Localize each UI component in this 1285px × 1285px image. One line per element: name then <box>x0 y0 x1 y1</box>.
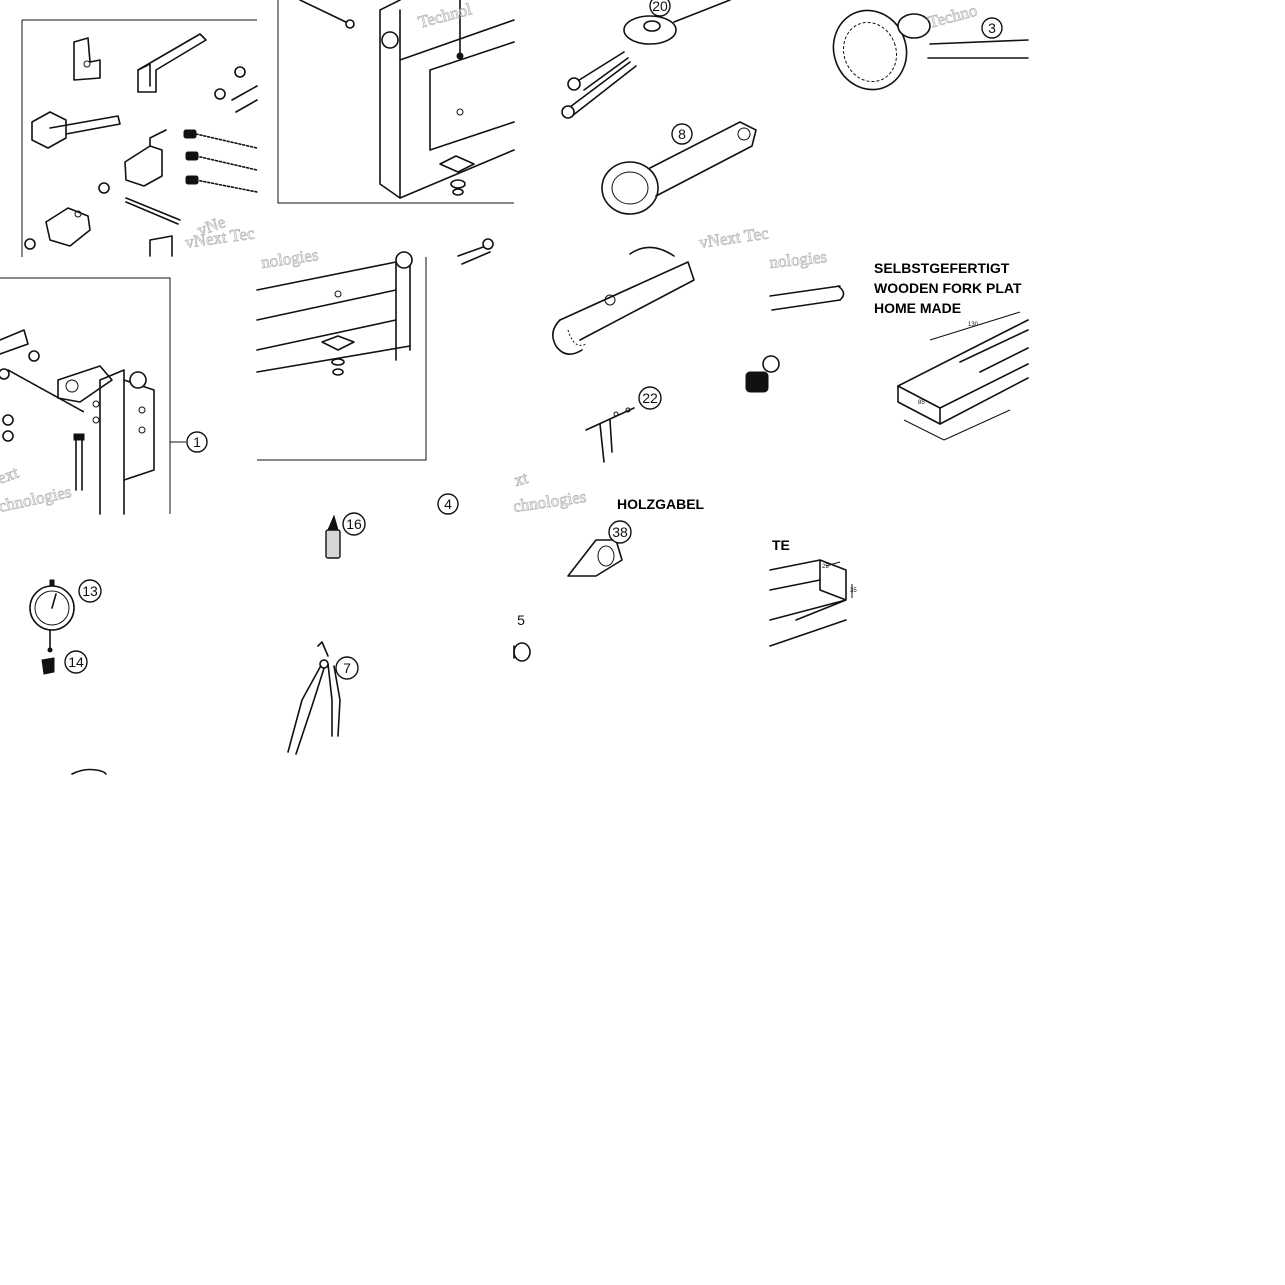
svg-text:16: 16 <box>346 516 362 532</box>
callout-5: 5 <box>517 612 525 628</box>
label-wooden-fork-plate: WOODEN FORK PLAT <box>874 280 1022 296</box>
svg-text:vNext Tec: vNext Tec <box>698 223 770 252</box>
svg-text:4: 4 <box>444 496 452 512</box>
svg-text:13: 13 <box>82 583 98 599</box>
holder-38-drawing <box>567 539 623 577</box>
callout-3: 3 <box>981 17 1003 39</box>
svg-text:5: 5 <box>517 612 525 628</box>
svg-text:85: 85 <box>918 400 925 406</box>
svg-text:38: 38 <box>612 524 628 540</box>
callout-13: 13 <box>78 579 102 603</box>
hook-spanner-8-drawing <box>601 121 757 215</box>
svg-text:nologies: nologies <box>768 247 827 272</box>
callout-4: 4 <box>437 493 459 515</box>
wooden-block-drawing: 25 35 <box>769 559 857 647</box>
callout-7: 7 <box>335 656 359 680</box>
svg-text:Techno: Techno <box>926 1 979 32</box>
press-frame-drawing <box>277 0 515 204</box>
fork-base-drawing <box>256 238 494 461</box>
bracket-kit-drawing <box>21 19 258 257</box>
svg-text:14: 14 <box>68 654 84 670</box>
label-te: TE <box>772 537 790 553</box>
svg-text:20: 20 <box>652 0 668 14</box>
callout-22: 22 <box>638 386 662 410</box>
bolt-nut-drawing <box>561 0 731 119</box>
callout-1: 1 <box>186 431 208 453</box>
callout-16: 16 <box>342 512 366 536</box>
callout-20: 20 <box>649 0 671 17</box>
circlip-pliers-drawing <box>287 641 341 755</box>
svg-text:nologies: nologies <box>260 245 320 272</box>
c-spanner-drawing <box>552 246 695 463</box>
part-5-drawing <box>513 642 531 662</box>
svg-text:25: 25 <box>822 564 829 570</box>
callout-38: 38 <box>608 520 632 544</box>
label-selbstgefertigt: SELBSTGEFERTIGT <box>874 260 1010 276</box>
svg-text:1: 1 <box>193 434 201 450</box>
svg-text:7: 7 <box>343 660 351 676</box>
grease-tube-drawing <box>325 514 341 559</box>
mount-stand-drawing <box>0 277 186 515</box>
rod-fitting-drawing <box>745 285 845 393</box>
label-home-made: HOME MADE <box>874 300 961 316</box>
pin-wrench-3-drawing <box>832 9 1029 91</box>
svg-text:xt: xt <box>512 468 530 490</box>
wooden-fork-plate-drawing: 130 85 <box>897 311 1029 441</box>
label-holzgabel: HOLZGABEL <box>617 496 705 512</box>
tool-fragment <box>71 768 107 775</box>
svg-text:ext: ext <box>0 463 21 488</box>
svg-text:130: 130 <box>968 322 979 328</box>
svg-text:3: 3 <box>988 20 996 36</box>
callout-8: 8 <box>671 123 693 145</box>
svg-text:35: 35 <box>850 588 857 594</box>
svg-text:Technol: Technol <box>416 0 474 32</box>
watermark: vNext Tec nologies Technol vNext Tec xt … <box>0 0 980 516</box>
svg-text:22: 22 <box>642 390 658 406</box>
dial-gauge-drawing <box>29 579 75 675</box>
svg-text:chnologies: chnologies <box>512 487 588 516</box>
svg-text:chnologies: chnologies <box>0 482 73 516</box>
svg-text:8: 8 <box>678 126 686 142</box>
callout-14: 14 <box>64 650 88 674</box>
